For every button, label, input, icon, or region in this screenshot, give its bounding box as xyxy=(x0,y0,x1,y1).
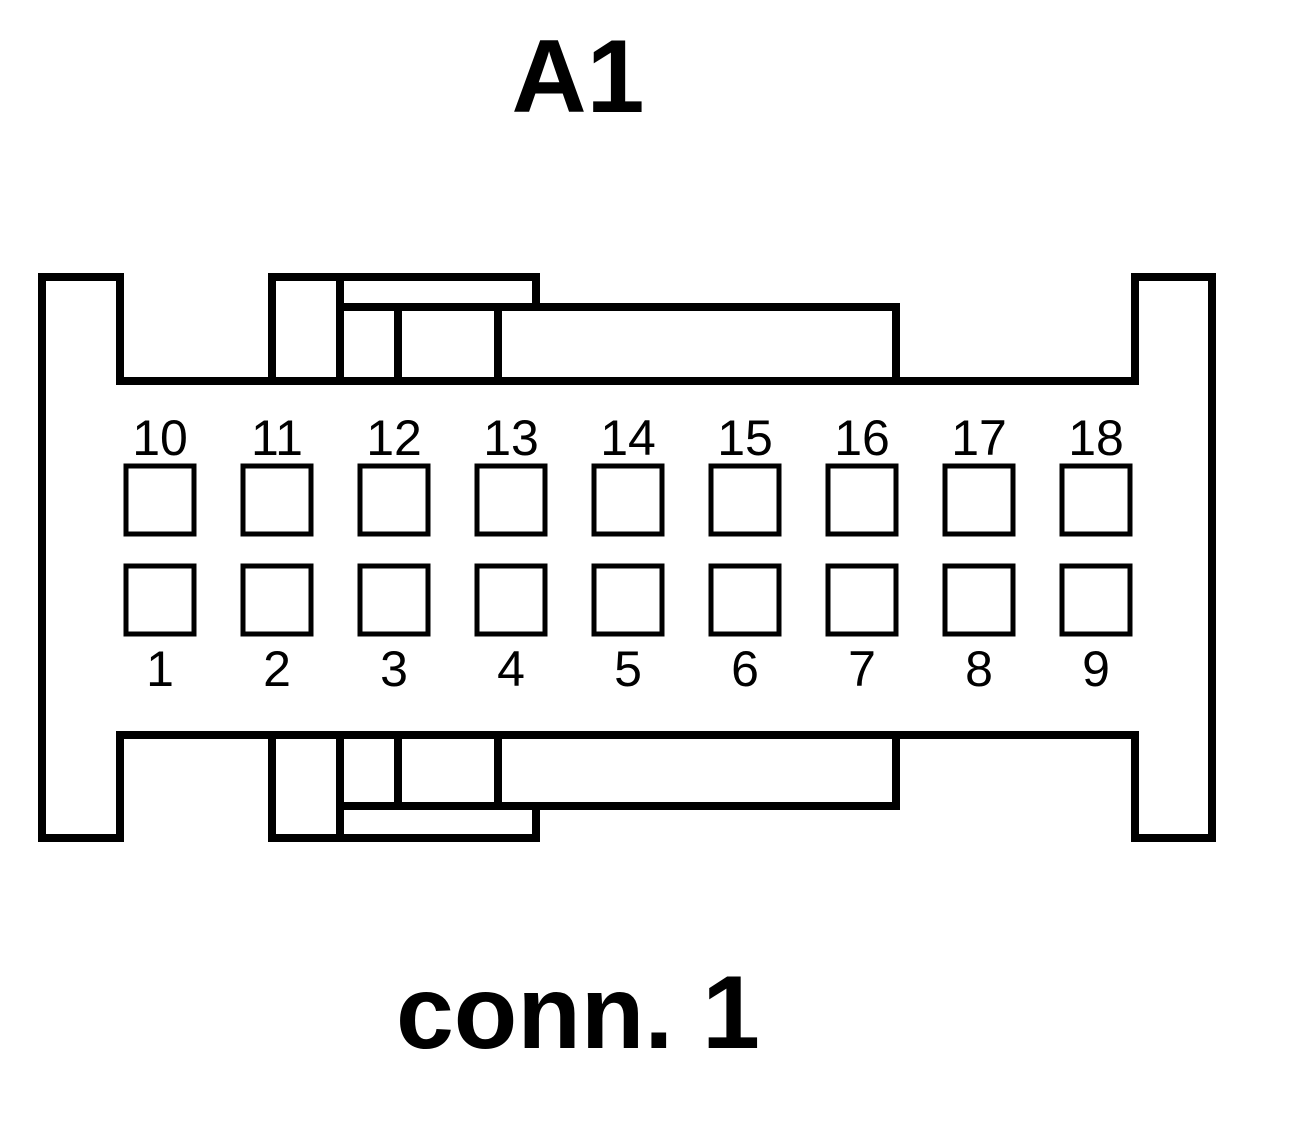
pin-label: 7 xyxy=(848,641,876,697)
pin-box xyxy=(240,463,314,537)
pin-label: 8 xyxy=(965,641,993,697)
pin-label: 6 xyxy=(731,641,759,697)
pin-label: 13 xyxy=(483,410,539,466)
top-latch xyxy=(272,277,896,385)
pin-row-bottom: 1 2 3 4 5 6 7 8 9 xyxy=(123,563,1133,697)
pin-box xyxy=(591,463,665,537)
pin-label: 2 xyxy=(263,641,291,697)
pin-box xyxy=(825,463,899,537)
pin-3: 3 xyxy=(357,563,431,697)
pin-box xyxy=(357,563,431,637)
pin-5: 5 xyxy=(591,563,665,697)
pin-label: 17 xyxy=(951,410,1007,466)
pin-label: 14 xyxy=(600,410,656,466)
pin-label: 10 xyxy=(132,410,188,466)
pin-box xyxy=(474,463,548,537)
pin-box xyxy=(825,563,899,637)
pin-14: 14 xyxy=(591,410,665,537)
connector-housing xyxy=(38,273,1216,842)
pin-box xyxy=(1059,463,1133,537)
pin-15: 15 xyxy=(708,410,782,537)
pin-box xyxy=(123,563,197,637)
pin-18: 18 xyxy=(1059,410,1133,537)
pin-box xyxy=(357,463,431,537)
pin-row-top: 10 11 12 13 14 15 16 17 18 xyxy=(123,410,1133,537)
pin-label: 18 xyxy=(1068,410,1124,466)
pin-label: 9 xyxy=(1082,641,1110,697)
pin-box xyxy=(123,463,197,537)
pin-box xyxy=(240,563,314,637)
pin-label: 3 xyxy=(380,641,408,697)
pin-label: 16 xyxy=(834,410,890,466)
pin-label: 15 xyxy=(717,410,773,466)
pin-11: 11 xyxy=(240,410,314,537)
pin-label: 11 xyxy=(251,410,303,466)
pin-box xyxy=(474,563,548,637)
pin-8: 8 xyxy=(942,563,1016,697)
housing-outline xyxy=(38,273,1216,842)
pin-box xyxy=(591,563,665,637)
pin-16: 16 xyxy=(825,410,899,537)
pin-9: 9 xyxy=(1059,563,1133,697)
connector-caption: conn. 1 xyxy=(396,955,760,1071)
bottom-latch xyxy=(272,731,896,838)
pin-box xyxy=(942,463,1016,537)
pin-4: 4 xyxy=(474,563,548,697)
pin-label: 4 xyxy=(497,641,525,697)
pin-box xyxy=(1059,563,1133,637)
pin-box xyxy=(708,563,782,637)
pin-10: 10 xyxy=(123,410,197,537)
pin-label: 1 xyxy=(146,641,174,697)
pin-box xyxy=(942,563,1016,637)
pin-box xyxy=(708,463,782,537)
pin-7: 7 xyxy=(825,563,899,697)
pin-12: 12 xyxy=(357,410,431,537)
pin-label: 12 xyxy=(366,410,422,466)
pin-6: 6 xyxy=(708,563,782,697)
connector-name: A1 xyxy=(512,19,645,135)
pin-1: 1 xyxy=(123,563,197,697)
pin-17: 17 xyxy=(942,410,1016,537)
pin-13: 13 xyxy=(474,410,548,537)
pin-2: 2 xyxy=(240,563,314,697)
pin-label: 5 xyxy=(614,641,642,697)
